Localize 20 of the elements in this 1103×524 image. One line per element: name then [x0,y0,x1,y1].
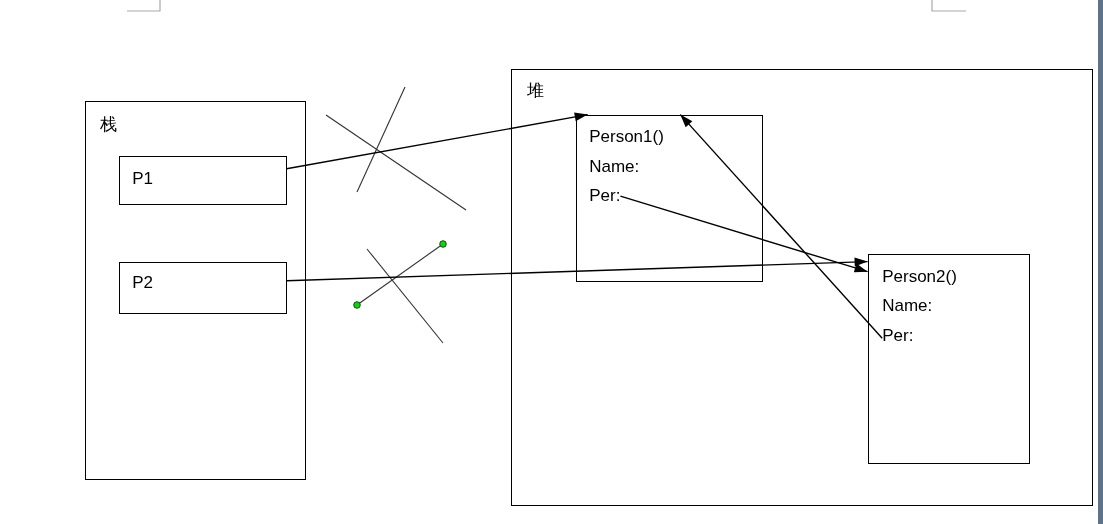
field-label: Per: [882,326,914,347]
object-title: Person2() [882,267,957,288]
field-label: Name: [882,296,933,317]
box-heading: 栈 [99,114,117,135]
object-box [575,114,763,282]
box-heading: 堆 [526,80,544,101]
object-title: Person1() [589,126,664,147]
arrow [285,112,589,170]
field-label: Name: [589,157,640,178]
arrow [679,113,883,339]
arrow [285,257,869,282]
variable-box [118,261,287,314]
object-box [867,253,1030,464]
arrow [619,195,869,273]
field-label: Per: [589,186,621,207]
variable-box [118,155,287,205]
container-box [511,69,1093,506]
variable-label: P2 [132,273,153,294]
variable-label: P1 [132,169,153,190]
container-box [85,101,306,480]
